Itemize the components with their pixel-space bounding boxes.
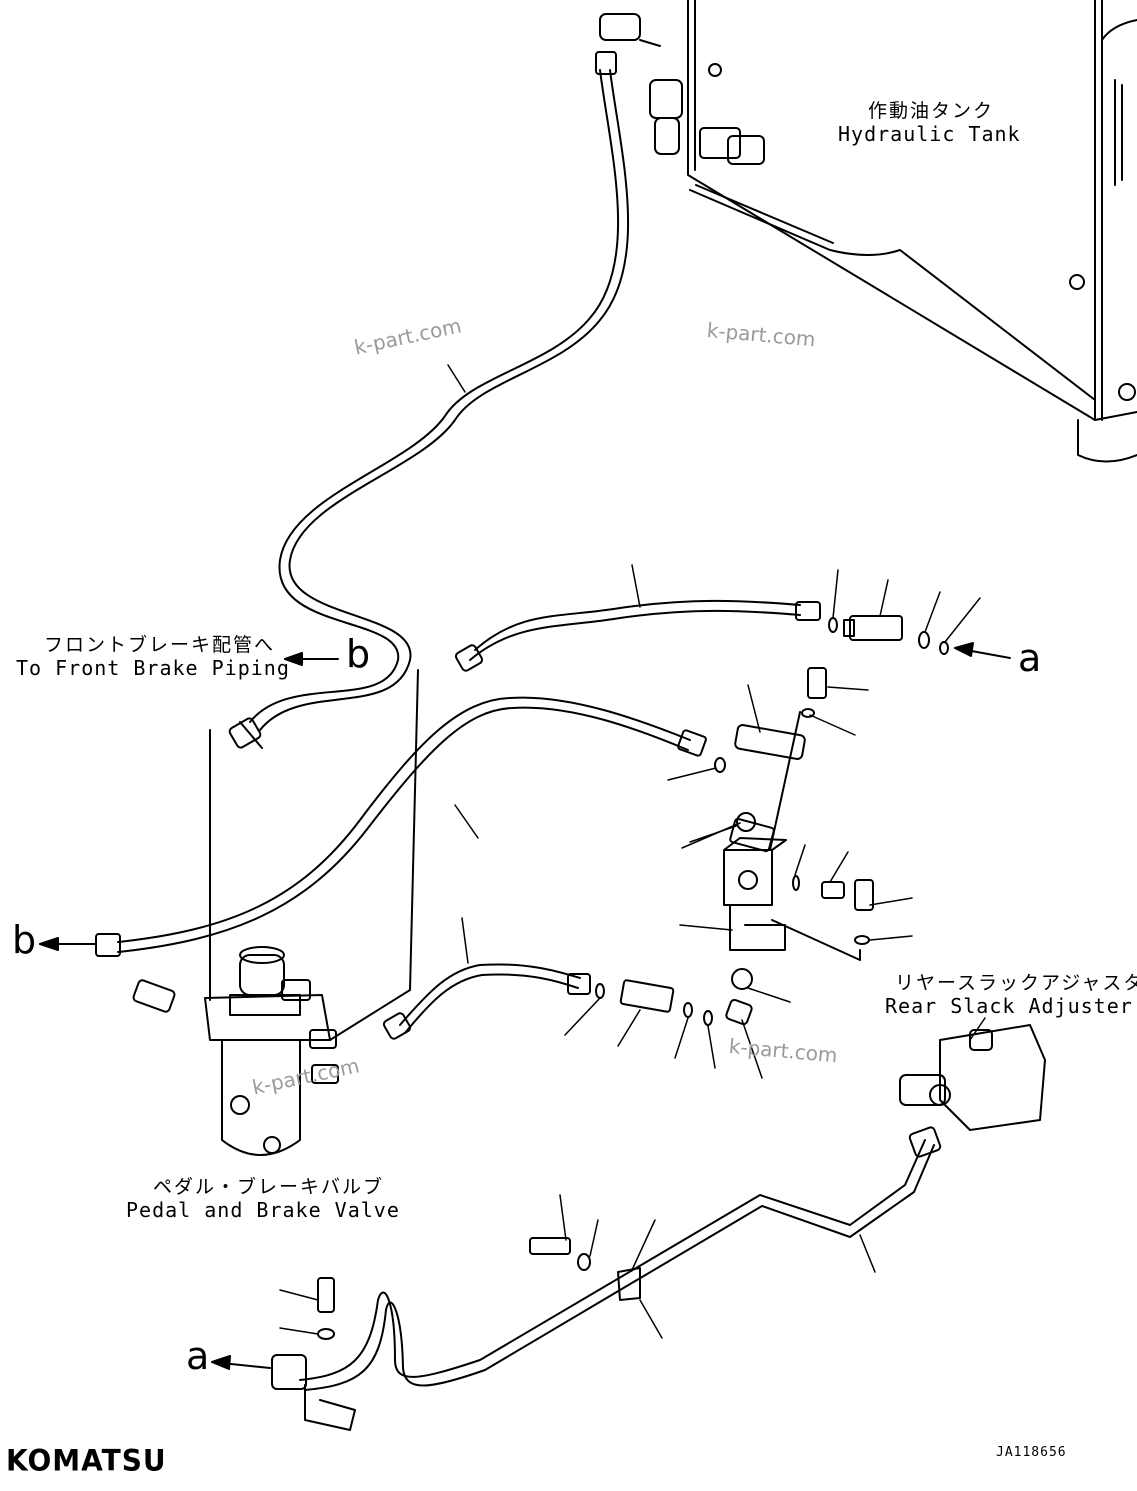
hydraulic-tank-label-en: Hydraulic Tank [838,122,1021,146]
pedal-valve-label-jp: ペダル・ブレーキバルブ [153,1176,385,1198]
connection-a-right: a [1018,636,1042,680]
rear-slack-adjuster [899,1024,1046,1131]
hose-to-a [454,599,949,672]
direction-arrows [39,642,1011,1370]
connection-a-bottom: a [186,1334,210,1378]
supply-hose [228,51,630,749]
drawing-code: JA118656 [996,1445,1067,1460]
valve-block-assembly [723,667,874,990]
rear-brake-tube [271,1126,942,1431]
pedal-valve-label-en: Pedal and Brake Valve [126,1198,400,1222]
front-brake-label-jp: フロントブレーキ配管へ [44,634,276,656]
connection-b-left: b [12,918,37,962]
hydraulic-tank-label-jp: 作動油タンク [868,100,995,122]
connection-b-top: b [346,632,371,676]
komatsu-logo: KOMATSU [6,1443,167,1478]
rear-slack-label-en: Rear Slack Adjuster [885,994,1133,1018]
pedal-brake-valve [132,669,419,1156]
hose-to-b [95,696,726,957]
rear-slack-label-jp: リヤースラックアジャスタ [895,972,1137,994]
leader-lines [279,364,986,1339]
hydraulic-tank [599,0,1137,463]
front-brake-label-en: To Front Brake Piping [16,656,290,680]
lower-hose [382,963,753,1040]
